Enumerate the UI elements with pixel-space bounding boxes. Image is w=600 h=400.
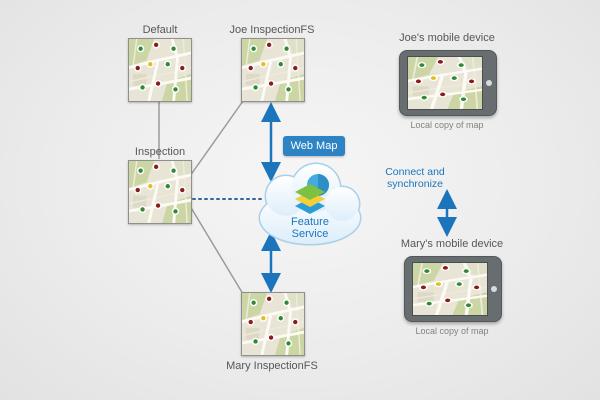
device-mary (404, 256, 502, 322)
web-map-badge: Web Map (283, 136, 345, 156)
device-joe (399, 50, 497, 116)
map-label-mary-inspectionfs: Mary InspectionFS (226, 360, 318, 372)
map-inspection (128, 160, 192, 224)
map-label-default: Default (142, 24, 178, 36)
device-label-mary: Mary's mobile device (400, 238, 504, 250)
device-joe-screen (407, 56, 483, 110)
camera-icon (491, 286, 497, 292)
map-joe-inspectionfs (241, 38, 305, 102)
map-label-inspection: Inspection (134, 146, 186, 158)
device-label-joe: Joe's mobile device (399, 32, 495, 44)
device-caption-joe: Local copy of map (410, 120, 484, 130)
connect-synchronize-label: Connect and synchronize (385, 166, 445, 190)
device-caption-mary: Local copy of map (415, 326, 489, 336)
line-inspection-mary (189, 205, 244, 295)
arcgis-logo-icon (295, 174, 329, 214)
map-default (128, 38, 192, 102)
map-label-joe-inspectionfs: Joe InspectionFS (229, 24, 315, 36)
feature-service-label: Feature Service (291, 216, 329, 240)
line-inspection-joe (189, 100, 244, 177)
camera-icon (486, 80, 492, 86)
map-mary-inspectionfs (241, 292, 305, 356)
device-mary-screen (412, 262, 488, 316)
